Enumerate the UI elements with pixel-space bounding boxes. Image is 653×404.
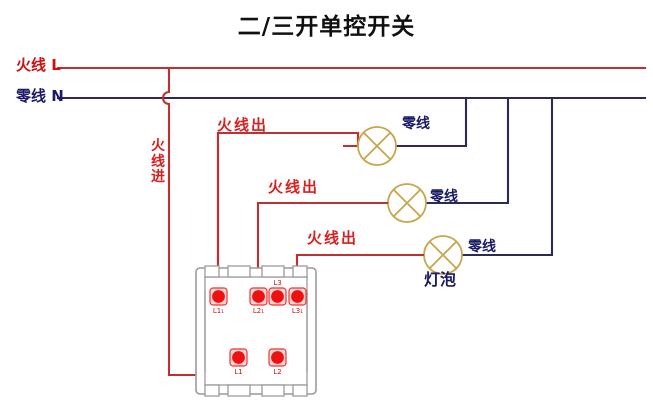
terminal-L1-upper — [209, 287, 228, 306]
terminal-label-L3-upper: L3 — [273, 279, 281, 287]
terminal-L3-1 — [288, 287, 307, 306]
switch-terminals — [209, 287, 307, 367]
terminal-label-L1-lower: L1 — [234, 368, 242, 376]
bulb-caption-label: 灯泡 — [424, 270, 457, 289]
page-title: 二/三开单控开关 — [237, 14, 416, 40]
lamp-3 — [423, 235, 463, 275]
terminal-L1-lower — [229, 348, 248, 367]
lamp-2 — [387, 183, 427, 223]
terminal-labels: L1₁ L2₁ L3 L3₁ L1 L2 — [213, 279, 303, 376]
neutral-label-2: 零线 — [430, 189, 458, 205]
terminal-label-L2-upper: L2₁ — [253, 307, 264, 315]
neutral-branch-lamp-2 — [424, 96, 510, 205]
live-in-label: 火线进 — [151, 138, 165, 186]
neutral-branch-lamp-3 — [460, 96, 554, 257]
live-out-label-2: 火线出 — [268, 178, 320, 196]
terminal-label-L2-lower: L2 — [273, 368, 281, 376]
neutral-bus-label: 零线 N — [16, 87, 64, 105]
neutral-branch-lamp-1 — [394, 96, 468, 148]
neutral-label-1: 零线 — [402, 116, 430, 132]
live-in-drop — [161, 66, 240, 377]
lamp-1 — [357, 126, 397, 166]
terminal-L2-lower — [268, 348, 287, 367]
neutral-label-3: 零线 — [468, 239, 496, 255]
terminal-L2-upper — [249, 287, 268, 306]
switch-body — [195, 265, 317, 397]
live-wire-network — [56, 66, 647, 377]
terminal-label-L3-1: L3₁ — [292, 307, 303, 315]
terminal-L3-upper — [268, 287, 287, 306]
neutral-wire-network — [56, 96, 647, 257]
terminal-label-L1-upper: L1₁ — [213, 307, 224, 315]
live-bus-label: 火线 L — [16, 56, 61, 74]
lamp-group — [357, 126, 463, 275]
live-out-label-3: 火线出 — [307, 229, 359, 247]
live-out-label-1: 火线出 — [217, 116, 269, 134]
live-out-underlines — [218, 131, 424, 257]
